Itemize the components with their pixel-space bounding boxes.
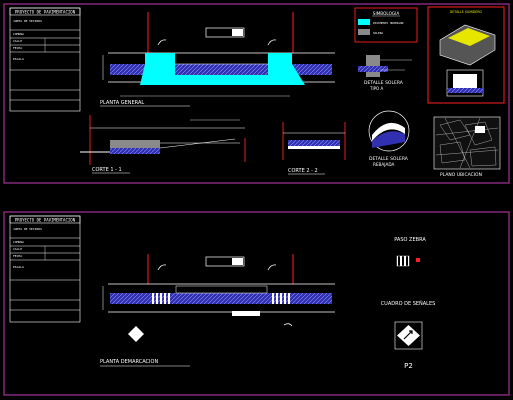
warning-sign-left — [128, 326, 144, 342]
legend-simbologia: SIMBOLOGIA PAVIMENTO HORMIGON SOLERA — [354, 7, 418, 43]
planta-demarcacion-label: PLANTA DEMARCACION — [100, 359, 158, 365]
crosswalk-left — [150, 293, 172, 304]
detalle-solera-line1: DETALLE SOLERA — [364, 80, 404, 86]
legend-item-1: PAVIMENTO HORMIGON — [373, 21, 404, 25]
title-block-2-header: PROYECTO DE PAVIMENTACION — [15, 218, 76, 223]
car-symbol — [205, 27, 245, 38]
road-pavement-hatch-2 — [110, 293, 332, 304]
corte-2-2-section: CORTE 2 - 2 — [282, 122, 346, 175]
concrete-paving-area — [140, 53, 305, 85]
paso-zebra-legend: PASO ZEBRA — [394, 237, 426, 267]
cuadro-senales-label: CUADRO DE SEÑALES — [381, 300, 436, 307]
title-block-1-row-5: ESCALA — [13, 57, 24, 61]
title-block-1-header: PROYECTO DE PAVIMENTACION — [15, 10, 76, 15]
corte-1-1-section: CORTE 1 - 1 — [80, 115, 246, 174]
legend-swatch-solera — [358, 29, 370, 35]
sign-p2-frame — [394, 321, 423, 350]
corte-1-label: CORTE 1 - 1 — [92, 167, 122, 173]
plano-ubicacion-map: PLANO UBICACION — [433, 116, 501, 178]
cuadro-senales: CUADRO DE SEÑALES P2 — [381, 300, 436, 370]
sign-p2-code: P2 — [404, 362, 413, 370]
title-block-2-row-1: JUNTA DE VECINOS — [13, 227, 42, 231]
detalle-sumidero-box: DETALLE SUMIDERO — [427, 6, 505, 104]
detalle-solera-line2: TIPO A — [369, 86, 383, 91]
detalle-solera-rebajada: DETALLE SOLERA REBAJADA — [368, 110, 410, 167]
car-symbol-2 — [205, 256, 245, 267]
sheet-1-frame — [3, 3, 510, 184]
sheet-2-frame — [3, 211, 510, 396]
planta-general-plan: PLANTA GENERAL — [100, 12, 335, 107]
planta-general-label: PLANTA GENERAL — [100, 100, 144, 106]
title-block-2-row-3: CALLE — [13, 247, 22, 251]
sign-p2-diamond — [397, 325, 420, 346]
title-block-1-row-2: COMUNA — [13, 32, 24, 36]
paso-zebra-label: PASO ZEBRA — [394, 237, 426, 243]
detalle-solera-rebajada-line2: REBAJADA — [373, 162, 394, 167]
title-block-2: PROYECTO DE PAVIMENTACION JUNTA DE VECIN… — [9, 215, 81, 323]
title-block-1-row-3: CALLE — [13, 39, 22, 43]
plano-ubicacion-label: PLANO UBICACION — [440, 172, 482, 178]
title-block-2-row-2: COMUNA — [13, 240, 24, 244]
title-block-1: PROYECTO DE PAVIMENTACION JUNTA DE VECIN… — [9, 7, 81, 112]
crosswalk-right — [270, 293, 292, 304]
title-block-1-row-4: FECHA — [13, 46, 22, 50]
legend-item-2: SOLERA — [373, 31, 383, 35]
detalle-solera-rebajada-line1: DETALLE SOLERA — [369, 156, 409, 162]
planta-demarcacion-plan: PLANTA DEMARCACION — [100, 254, 335, 367]
detail-box-title: DETALLE SUMIDERO — [450, 10, 483, 14]
legend-swatch-concrete — [358, 19, 370, 25]
legend-title: SIMBOLOGIA — [373, 11, 400, 16]
corte-2-label: CORTE 2 - 2 — [288, 168, 318, 174]
title-block-2-row-5: ESCALA — [13, 265, 24, 269]
title-block-1-row-1: JUNTA DE VECINOS — [13, 19, 42, 23]
detalle-solera: DETALLE SOLERA TIPO A — [358, 55, 412, 91]
title-block-2-row-4: FECHA — [13, 254, 22, 258]
